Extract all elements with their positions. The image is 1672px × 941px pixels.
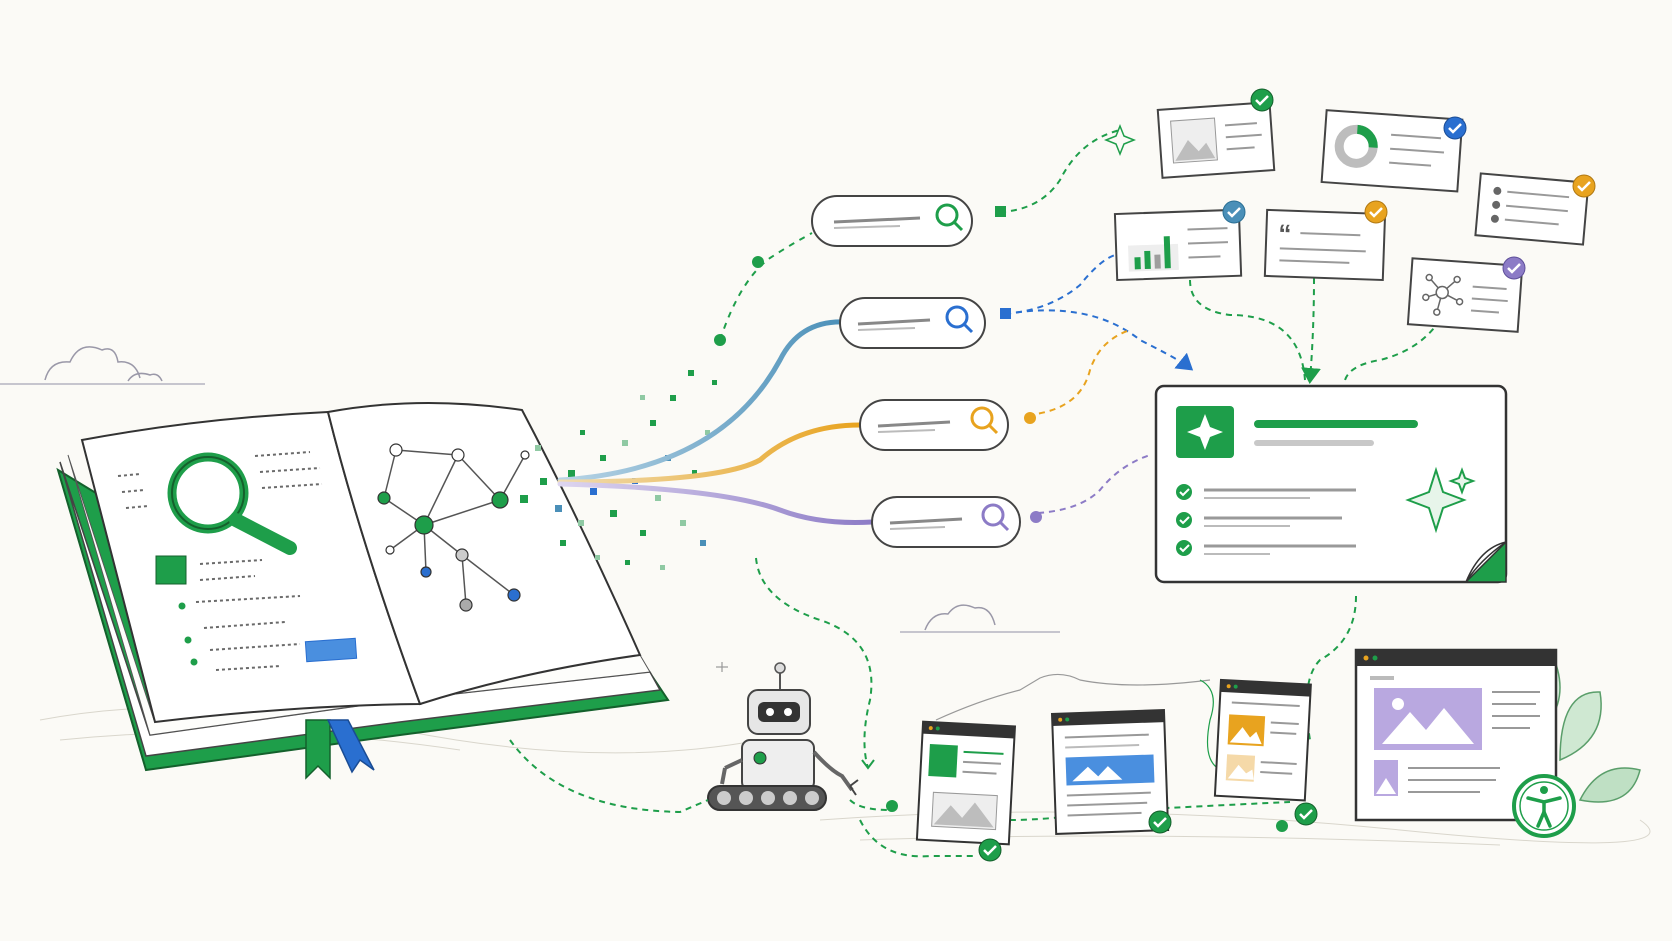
result-card — [1320, 109, 1464, 193]
check-badge — [1572, 174, 1596, 198]
retrieval-connectors — [999, 129, 1441, 514]
web-page — [1213, 678, 1312, 802]
query-flow-lines — [557, 232, 875, 525]
answer-card — [1154, 384, 1508, 584]
check-badge — [1148, 810, 1172, 834]
bookmark-ribbon-icon — [305, 719, 375, 780]
result-card — [1156, 101, 1276, 179]
result-card — [1474, 172, 1590, 246]
search-icon — [945, 305, 974, 334]
magnifier-icon — [167, 452, 297, 555]
sparkle-icon — [716, 662, 728, 672]
web-page — [915, 720, 1017, 846]
cloud-icon — [0, 346, 205, 385]
quote-icon: “ — [1278, 218, 1292, 248]
result-card — [1406, 257, 1524, 333]
cloud-icon — [900, 604, 1060, 633]
search-icon — [970, 406, 999, 435]
answer-check-rows — [1176, 484, 1356, 556]
web-page — [1050, 709, 1170, 835]
search-bar — [871, 496, 1021, 548]
bar-chart-icon — [1128, 236, 1179, 272]
check-badge — [978, 838, 1002, 862]
check-badge — [1250, 88, 1274, 112]
donut-chart-icon — [1334, 124, 1378, 168]
sparkle-icon — [1187, 414, 1223, 450]
list-icon — [1490, 186, 1570, 226]
search-bar — [811, 195, 973, 247]
robot-flow-lines — [509, 557, 1291, 858]
result-card: “ — [1263, 208, 1387, 282]
result-card — [1113, 208, 1243, 282]
search-icon — [981, 503, 1010, 532]
search-bar — [839, 297, 986, 349]
check-badge — [1222, 200, 1246, 224]
check-badge — [1443, 116, 1467, 140]
sparkle-icon — [1405, 466, 1476, 534]
accessibility-icon — [1512, 774, 1576, 838]
open-book — [56, 402, 670, 780]
search-icon — [935, 203, 964, 232]
robot-icon — [707, 662, 859, 811]
sparkle-icon — [1103, 123, 1137, 157]
page-text-lines — [117, 451, 323, 671]
check-badge — [1294, 802, 1318, 826]
check-badge — [1502, 256, 1526, 280]
check-badge — [1364, 200, 1388, 224]
network-icon — [1422, 273, 1464, 316]
web-page — [1354, 648, 1558, 822]
search-bar — [859, 399, 1009, 451]
image-icon — [1170, 117, 1218, 164]
